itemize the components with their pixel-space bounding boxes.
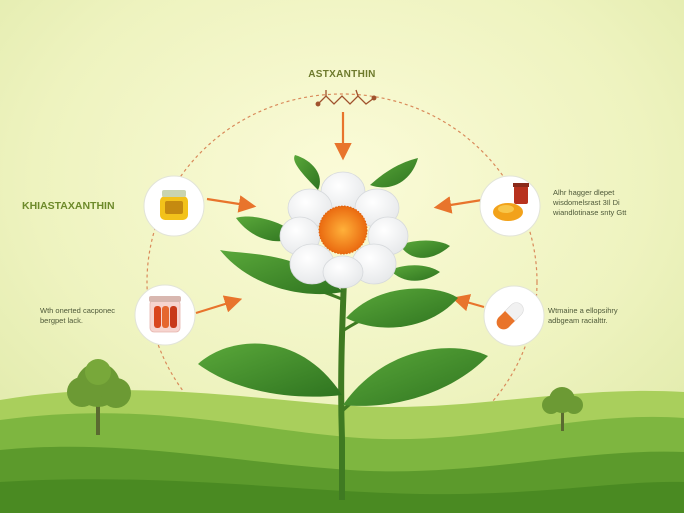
arrows: [195, 112, 485, 315]
right-bottom-label: Wtmaine a ellopsihry adbgeam racialttr.: [548, 306, 658, 326]
right-top-label: Alhr hagger dlepet wisdomelsrast 3Il Di …: [553, 188, 663, 218]
leaf-lower-left: [198, 343, 342, 397]
node-left-bottom: [134, 284, 196, 346]
node-left-top: [143, 175, 205, 237]
right-top-line-2: wisdomelsrast 3Il Di: [553, 198, 620, 207]
left-bottom-label: Wth onerted cacponec bergpet lack.: [40, 306, 140, 326]
left-top-label: KHIASTAXANTHIN: [22, 200, 115, 212]
left-bottom-line-2: bergpet lack.: [40, 316, 83, 325]
honey-jar-icon: [493, 183, 529, 221]
arrow-right-top: [433, 196, 483, 214]
leaf-top-left: [294, 155, 320, 190]
gummy-jar-icon: [149, 296, 181, 333]
supplement-jar-icon: [160, 190, 188, 220]
arrow-left-bottom: [195, 295, 243, 315]
leaf-right-upper: [400, 240, 450, 258]
right-bottom-line-1: Wtmaine a ellopsihry: [548, 306, 618, 315]
flower-center: [319, 206, 367, 254]
flower: [279, 171, 409, 289]
plant-leaves: [198, 155, 488, 406]
node-right-bottom: [483, 285, 545, 347]
right-top-line-3: wiandlotinase snty Gtt: [553, 208, 627, 217]
tree-right-icon: [542, 387, 583, 431]
capsule-icon: [496, 302, 524, 330]
leaf-right-small: [390, 265, 440, 281]
leaf-top-right: [370, 158, 418, 188]
tree-left-icon: [67, 359, 131, 435]
molecule-icon: [315, 89, 377, 107]
right-bottom-line-2: adbgeam racialttr.: [548, 316, 608, 325]
right-top-line-1: Alhr hagger dlepet: [553, 188, 615, 197]
left-bottom-line-1: Wth onerted cacponec: [40, 306, 116, 315]
diagram-title: ASTXANTHIN: [308, 69, 376, 80]
node-right-top: [479, 175, 541, 237]
leaf-mid-right: [346, 288, 458, 328]
arrow-left-top: [206, 195, 257, 213]
arrow-right-bottom: [451, 294, 485, 312]
leaf-lower-right: [343, 348, 488, 406]
